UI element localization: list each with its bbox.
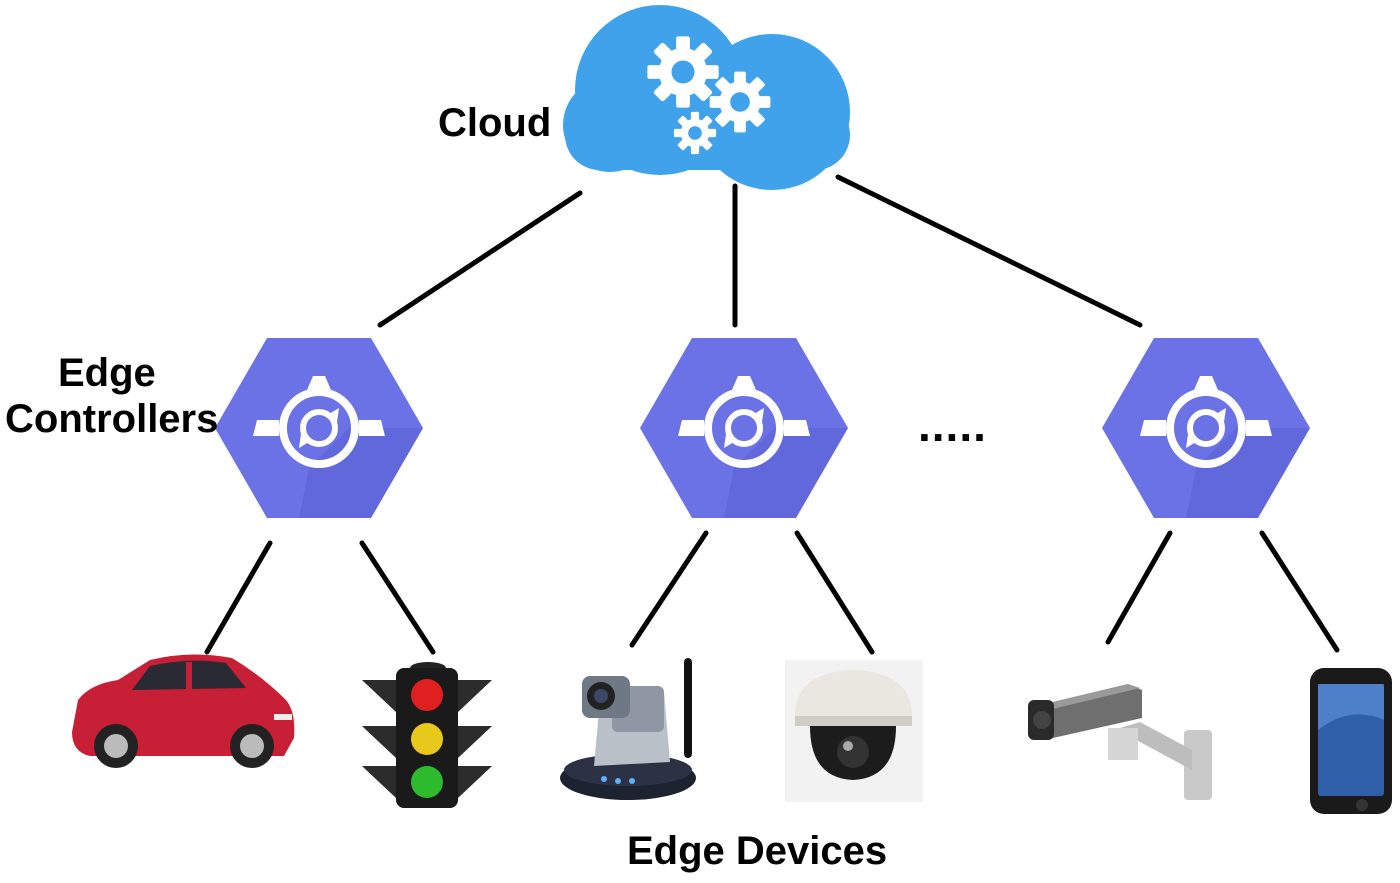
link-controller-3-bullet-camera [1105, 530, 1173, 645]
edge-controllers-label: Edge Controllers [5, 350, 218, 442]
dome-camera-icon [785, 660, 923, 802]
link-cloud-controller-1 [377, 190, 583, 328]
connections [204, 174, 1340, 655]
smartphone-icon [1310, 668, 1392, 814]
traffic-light-icon [362, 662, 492, 808]
link-controller-1-traffic-light [359, 540, 436, 655]
ptz-camera-icon [560, 658, 696, 800]
edge-controller-3-icon [1102, 338, 1310, 518]
edge-controller-2-icon [640, 338, 848, 518]
cloud-label: Cloud [438, 101, 552, 145]
edge-controller-1-icon [215, 338, 423, 518]
cloud-gears-icon [563, 5, 850, 190]
link-controller-2-dome-camera [794, 530, 875, 655]
edge-controllers-label-line1: Edge [58, 351, 156, 395]
edge-controllers-label-line2: Controllers [5, 397, 219, 441]
car-icon [72, 654, 295, 768]
bullet-camera-icon [1028, 684, 1212, 800]
more-controllers-ellipsis: ..... [918, 399, 987, 451]
link-controller-2-ptz-camera [629, 530, 709, 648]
link-controller-3-smartphone [1259, 530, 1340, 653]
link-cloud-controller-3 [835, 174, 1143, 328]
edge-devices-label: Edge Devices [627, 829, 888, 873]
link-controller-1-car [204, 540, 273, 655]
